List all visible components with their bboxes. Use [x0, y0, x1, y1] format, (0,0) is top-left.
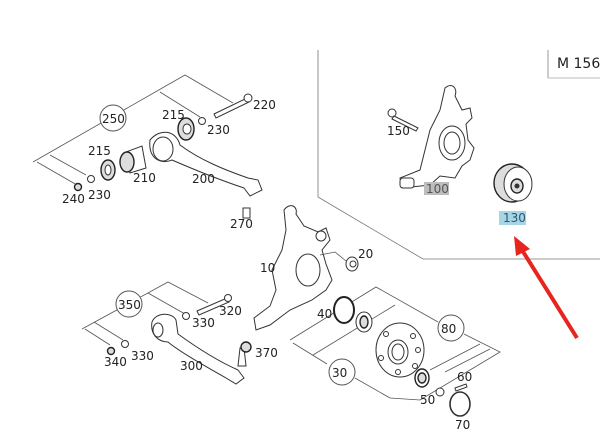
part-label-220[interactable]: 220 — [253, 98, 276, 112]
bushing-215-upper[interactable] — [177, 117, 195, 141]
inset-frame: M 156 — [317, 50, 600, 260]
bushing-210[interactable] — [119, 145, 147, 174]
part-label-340[interactable]: 340 — [104, 355, 127, 369]
control-arm-200[interactable] — [149, 131, 263, 219]
washer-230[interactable] — [198, 117, 206, 125]
part-label-320[interactable]: 320 — [219, 304, 242, 318]
bearing-inner[interactable] — [355, 311, 373, 333]
part-label-215[interactable]: 215 — [162, 108, 185, 122]
group-label-30: 30 — [332, 366, 347, 380]
group-350-leaders — [81, 281, 209, 346]
part-label-150[interactable]: 150 — [387, 124, 410, 138]
bushing-215-lower[interactable] — [100, 159, 116, 181]
group-80-callout[interactable]: 80 — [437, 314, 465, 342]
part-label-60[interactable]: 60 — [457, 370, 472, 384]
steering-knuckle-100[interactable] — [399, 85, 475, 189]
part-label-215-lower[interactable]: 215 — [88, 144, 111, 158]
model-label: M 156 — [557, 56, 600, 72]
bolt-320[interactable] — [196, 294, 232, 316]
part-label-230[interactable]: 230 — [207, 123, 230, 137]
group-label-250: 250 — [102, 112, 125, 126]
group-30-callout[interactable]: 30 — [328, 358, 356, 386]
part-label-240[interactable]: 240 — [62, 192, 85, 206]
nut-240[interactable] — [73, 182, 83, 192]
part-label-300[interactable]: 300 — [180, 359, 203, 373]
wheel-hub[interactable] — [375, 322, 425, 378]
nut-50[interactable] — [435, 387, 445, 397]
washer-230-lower[interactable] — [87, 175, 95, 183]
screw-60[interactable] — [454, 383, 468, 392]
part-label-70[interactable]: 70 — [455, 418, 470, 432]
bolt-150[interactable] — [387, 108, 419, 132]
group-350-callout[interactable]: 350 — [115, 290, 143, 318]
wheel-hub-bearing-130[interactable] — [493, 163, 533, 203]
part-label-100[interactable]: 100 — [426, 182, 449, 196]
nut-340[interactable] — [106, 346, 116, 356]
part-label-40[interactable]: 40 — [317, 307, 332, 321]
control-arm-300[interactable] — [151, 313, 247, 385]
part-label-100-bg — [424, 182, 449, 195]
part-label-270[interactable]: 270 — [230, 217, 253, 231]
part-label-20[interactable]: 20 — [358, 247, 373, 261]
seal-40[interactable] — [333, 296, 355, 324]
part-label-330-lower[interactable]: 330 — [131, 349, 154, 363]
bushing-20[interactable] — [345, 256, 359, 272]
washer-330[interactable] — [182, 312, 190, 320]
group-250-callout[interactable]: 250 — [99, 104, 127, 132]
group-label-80: 80 — [441, 322, 456, 336]
part-label-210[interactable]: 210 — [133, 171, 156, 185]
cap-70[interactable] — [449, 391, 471, 417]
part-label-130[interactable]: 130 — [503, 211, 526, 225]
part-label-10[interactable]: 10 — [260, 261, 275, 275]
red-arrow-icon — [514, 236, 579, 340]
part-label-130-bg — [499, 211, 526, 225]
group-label-350: 350 — [118, 298, 141, 312]
part-label-200[interactable]: 200 — [192, 172, 215, 186]
group-250-leaders — [32, 74, 234, 186]
part-label-50[interactable]: 50 — [420, 393, 435, 407]
bearing-outer[interactable] — [414, 368, 430, 388]
part-label-230-lower[interactable]: 230 — [88, 188, 111, 202]
nut-370[interactable] — [240, 341, 252, 353]
part-label-330[interactable]: 330 — [192, 316, 215, 330]
part-label-370[interactable]: 370 — [255, 346, 278, 360]
washer-330-lower[interactable] — [121, 340, 129, 348]
steering-knuckle-10[interactable] — [253, 205, 333, 331]
bolt-220[interactable] — [213, 93, 253, 119]
group-80-30-leaders — [289, 286, 501, 401]
